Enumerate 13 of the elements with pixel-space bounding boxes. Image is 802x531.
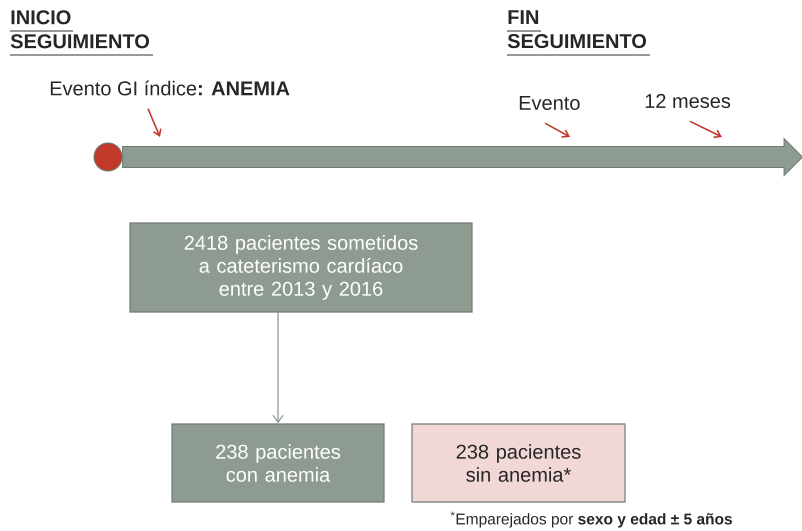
event-label: Evento	[520, 96, 580, 110]
arrow	[272, 312, 284, 424]
event-label: Evento GI índice: ANEMIA	[50, 80, 290, 96]
leader-arrow	[544, 122, 570, 138]
section-heading: FIN SEGUIMIENTO	[506, 10, 650, 56]
event-label: 12 meses	[646, 94, 730, 108]
leader-arrow	[690, 120, 722, 138]
process-box: 238 pacientes sin anemia*	[411, 423, 626, 503]
footnote: $^{*}$Emparejados por sexo y edad ± 5 años	[450, 512, 732, 528]
process-box: 2418 pacientes sometidos a cateterismo cardíaco entre 2013 y 2016	[129, 222, 473, 313]
process-box: 238 pacientes con anemia	[171, 423, 385, 503]
leader-arrow	[147, 108, 162, 137]
section-heading: INICIO SEGUIMIENTO	[10, 10, 154, 56]
